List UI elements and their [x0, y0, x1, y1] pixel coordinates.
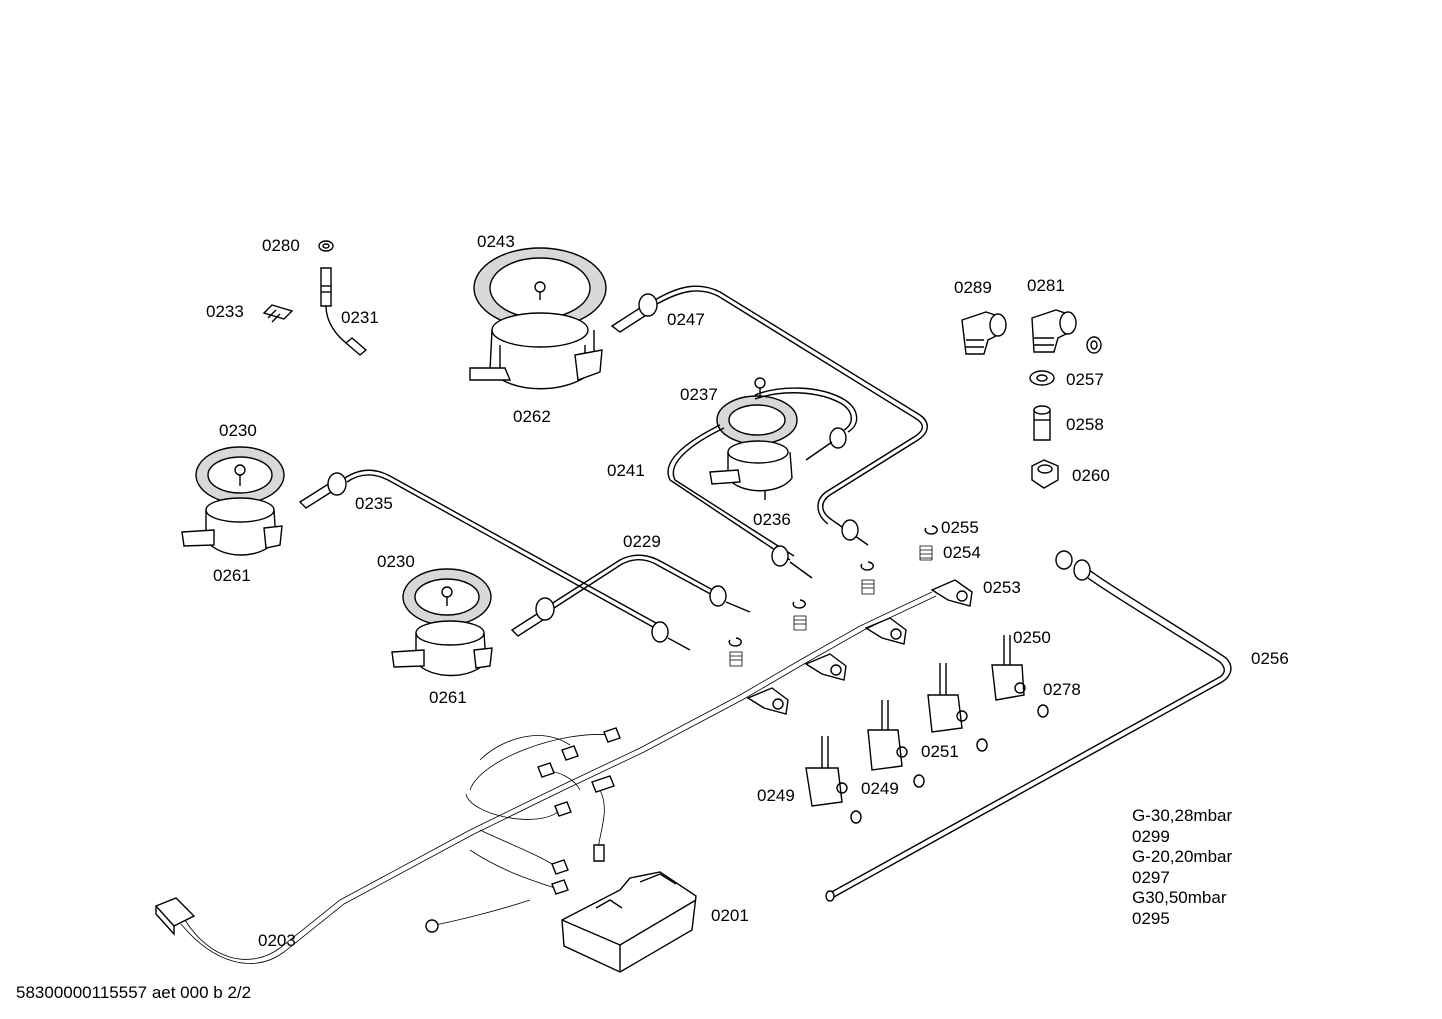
- label-0254: 0254: [943, 543, 981, 562]
- part-0230-seal-center: [403, 569, 491, 625]
- part-0230-seal-left: [196, 447, 284, 503]
- pipe-0256: [826, 551, 1231, 901]
- part-0280-washer: [319, 241, 333, 251]
- part-0289-elbow: [962, 312, 1006, 354]
- part-0253-switches: [748, 580, 972, 714]
- note-line-3: G-20,20mbar: [1132, 847, 1233, 867]
- label-0280: 0280: [262, 236, 300, 255]
- label-0249-right: 0249: [861, 779, 899, 798]
- label-0247: 0247: [667, 310, 705, 329]
- part-0260-nut: [1032, 460, 1058, 488]
- gas-type-notes: G-30,28mbar 0299 G-20,20mbar 0297 G30,50…: [1132, 806, 1232, 930]
- label-0230-left: 0230: [219, 421, 257, 440]
- part-0201-spark-generator: [562, 872, 696, 972]
- part-0262-burner-base: [470, 313, 602, 389]
- label-0231: 0231: [341, 308, 379, 327]
- part-0257-washer: [1030, 371, 1054, 385]
- pipe-0235: [300, 470, 690, 650]
- note-line-4: 0297: [1132, 867, 1170, 887]
- label-0256: 0256: [1251, 649, 1289, 668]
- part-0203-wiring-harness: [156, 592, 936, 963]
- label-0229: 0229: [623, 532, 661, 551]
- part-0258-nozzle: [1034, 406, 1050, 440]
- label-0203: 0203: [258, 931, 296, 950]
- label-0257: 0257: [1066, 370, 1104, 389]
- label-0243: 0243: [477, 232, 515, 251]
- part-0255-clips: [729, 526, 937, 646]
- label-0289: 0289: [954, 278, 992, 297]
- part-0249-valve-b: [806, 736, 847, 806]
- label-0262: 0262: [513, 407, 551, 426]
- label-0233: 0233: [206, 302, 244, 321]
- part-0236-burner-base: [710, 441, 792, 500]
- note-line-6: 0295: [1132, 908, 1170, 928]
- part-0237-seal: [717, 378, 797, 444]
- label-0251: 0251: [921, 742, 959, 761]
- part-0249-valve-a: [868, 700, 907, 770]
- part-0254-springs: [730, 546, 932, 666]
- pipe-0241: [668, 388, 857, 578]
- label-0201: 0201: [711, 906, 749, 925]
- label-0258: 0258: [1066, 415, 1104, 434]
- label-0241: 0241: [607, 461, 645, 480]
- part-0261-burner-base-center: [392, 621, 492, 676]
- part-0261-burner-base-left: [182, 498, 282, 555]
- part-0233-clip: [264, 305, 292, 322]
- part-0250-valve: [992, 635, 1025, 700]
- label-0261-left: 0261: [213, 566, 251, 585]
- part-0243-seal: [474, 248, 606, 328]
- part-0278-o-rings: [851, 705, 1048, 823]
- pipe-0247: [612, 286, 927, 545]
- label-0281: 0281: [1027, 276, 1065, 295]
- note-line-1: G-30,28mbar: [1132, 806, 1233, 825]
- label-0237: 0237: [680, 385, 718, 404]
- part-0251-valve: [928, 663, 967, 732]
- label-0260: 0260: [1072, 466, 1110, 485]
- label-0250: 0250: [1013, 628, 1051, 647]
- label-0253: 0253: [983, 578, 1021, 597]
- label-0249-left: 0249: [757, 786, 795, 805]
- label-0278: 0278: [1043, 680, 1081, 699]
- note-line-2: 0299: [1132, 826, 1170, 846]
- part-0231-thermocouple: [321, 268, 366, 355]
- pipe-0229: [512, 555, 750, 636]
- label-0235: 0235: [355, 494, 393, 513]
- note-line-5: G30,50mbar: [1132, 888, 1227, 908]
- label-0236: 0236: [753, 510, 791, 529]
- document-reference: 58300000115557 aet 000 b 2/2: [16, 983, 252, 1002]
- label-0261-center: 0261: [429, 688, 467, 707]
- label-0255: 0255: [941, 518, 979, 537]
- label-0230-center: 0230: [377, 552, 415, 571]
- part-0281-elbow: [1032, 310, 1101, 353]
